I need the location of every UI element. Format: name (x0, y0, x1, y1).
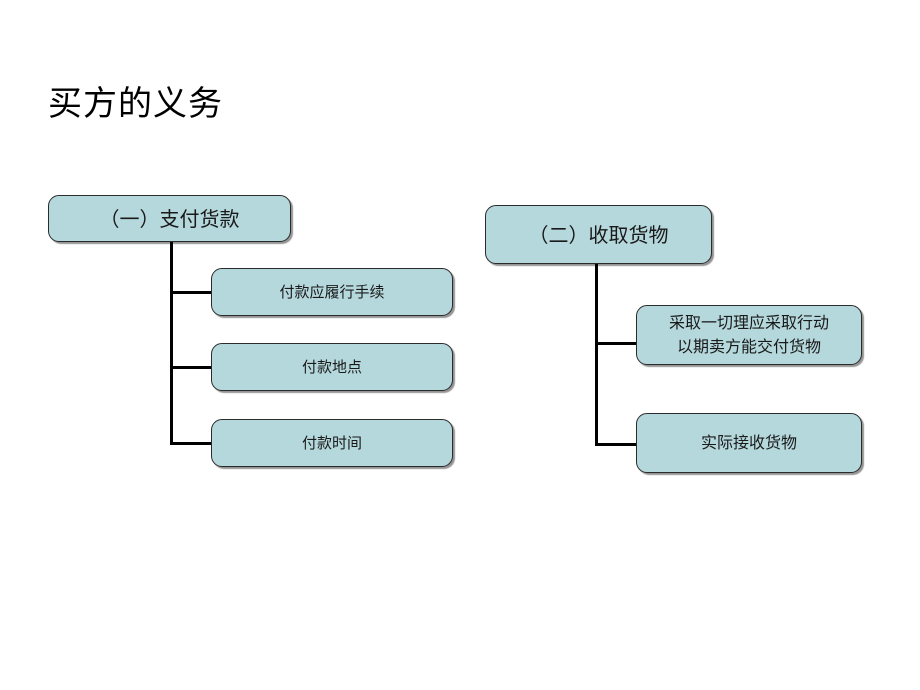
connector-left-branch-1 (170, 291, 212, 294)
node-pay-price[interactable]: （一）支付货款 (48, 195, 291, 242)
node-all-reasonable-acts[interactable]: 采取一切理应采取行动 以期卖方能交付货物 (636, 305, 862, 365)
node-payment-time-label: 付款时间 (301, 433, 362, 452)
node-payment-place-label: 付款地点 (301, 357, 362, 376)
node-actually-receive[interactable]: 实际接收货物 (636, 413, 862, 473)
node-pay-price-label: （一）支付货款 (99, 206, 240, 231)
node-payment-formalities[interactable]: 付款应履行手续 (211, 268, 453, 316)
node-payment-place[interactable]: 付款地点 (211, 343, 453, 391)
node-payment-time[interactable]: 付款时间 (211, 419, 453, 467)
node-take-delivery-label: （二）收取货物 (528, 222, 669, 247)
connector-right-branch-1 (595, 342, 639, 345)
node-actually-receive-label: 实际接收货物 (700, 433, 797, 452)
node-payment-formalities-label: 付款应履行手续 (279, 282, 385, 301)
node-all-reasonable-acts-label: 采取一切理应采取行动 以期卖方能交付货物 (668, 313, 829, 356)
node-take-delivery[interactable]: （二）收取货物 (485, 205, 712, 264)
connector-right-branch-2 (595, 443, 639, 446)
page-title: 买方的义务 (48, 84, 223, 124)
connector-left-spine (170, 242, 173, 445)
connector-left-branch-3 (170, 442, 212, 445)
connector-left-branch-2 (170, 366, 212, 369)
connector-right-spine (595, 264, 598, 446)
